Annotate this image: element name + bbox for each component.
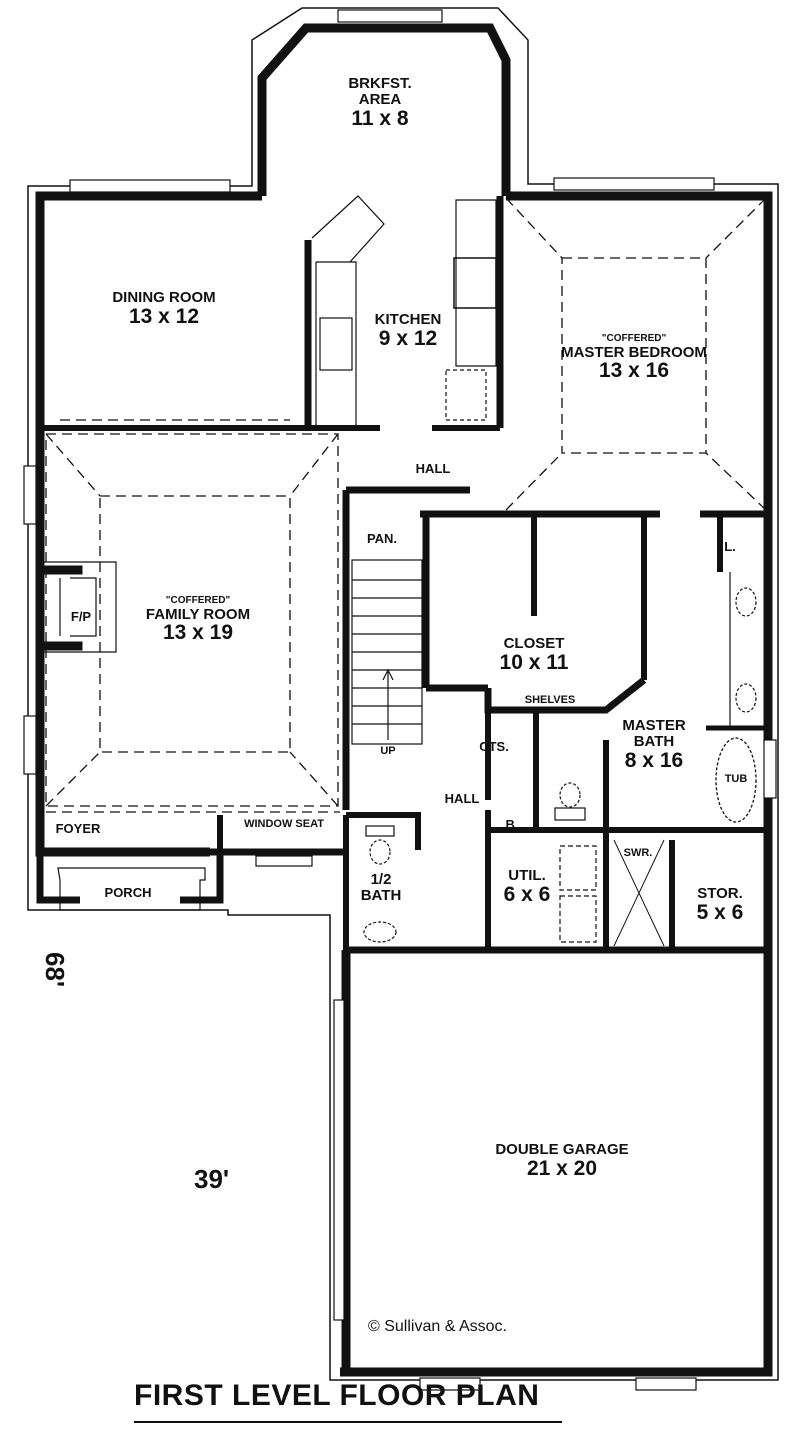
breakfast-dims: 11 x 8: [351, 106, 409, 130]
master-bedroom-dims: 13 x 16: [598, 359, 670, 383]
master-bath-name-line2: BATH: [633, 732, 675, 750]
breakfast-walls: [257, 23, 511, 196]
kitchen-label: KITCHEN 9 x 12: [375, 312, 442, 350]
plan-title: FIRST LEVEL FLOOR PLAN: [134, 1379, 540, 1412]
utility-label: UTIL. 6 x 6: [504, 868, 551, 906]
shower-label: SWR.: [623, 847, 653, 859]
garage-name: DOUBLE GARAGE: [495, 1141, 629, 1158]
half-bath-walls: [343, 812, 421, 950]
utility-dims: 6 x 6: [503, 882, 551, 906]
dining-walls: [35, 191, 262, 857]
closet-dims: 10 x 11: [499, 650, 569, 674]
cts-label: CTS.: [479, 739, 509, 754]
fireplace-label: F/P: [70, 609, 92, 624]
toilet-half-bath: [369, 839, 391, 865]
toilet-tank-half-bath: [365, 825, 395, 837]
copyright-notice: © Sullivan & Assoc.: [368, 1318, 507, 1335]
kitchen-name: KITCHEN: [374, 311, 442, 328]
half-bath-name-line2: BATH: [360, 886, 402, 904]
kitchen-angled-counter: [311, 195, 385, 263]
lower-hall-label: HALL: [444, 791, 480, 806]
kitchen-counter-left: [315, 261, 357, 428]
upper-hall-label: HALL: [415, 461, 451, 476]
sink: [319, 317, 353, 371]
refrigerator: [445, 369, 487, 421]
garage-label: DOUBLE GARAGE 21 x 20: [495, 1142, 628, 1180]
staircase: [351, 559, 423, 745]
family-room-name: FAMILY ROOM: [145, 605, 251, 623]
family-room-label: "COFFERED" FAMILY ROOM 13 x 19: [145, 595, 251, 645]
overall-depth-dimension: 68': [40, 952, 70, 988]
tub-label: TUB: [724, 773, 748, 785]
half-bath-sink: [363, 921, 397, 943]
storage-name: STOR.: [697, 885, 743, 902]
breakfast-name-line2: AREA: [358, 90, 402, 108]
overall-width-dimension: 39': [194, 1164, 230, 1194]
stairs-up-label: UP: [380, 745, 396, 757]
closet-name: CLOSET: [503, 635, 565, 652]
dining-room-label: DINING ROOM 13 x 12: [112, 290, 215, 328]
garage-dims: 21 x 20: [526, 1156, 598, 1180]
half-bath-name-line1: 1/2: [370, 871, 392, 888]
breakfast-area-label: BRKFST. AREA 11 x 8: [348, 76, 411, 130]
utility-name: UTIL.: [508, 867, 546, 884]
foyer-label: FOYER: [55, 821, 101, 836]
storage-dims: 5 x 6: [696, 900, 744, 924]
fireplace-hearth-top: [43, 565, 83, 575]
broom-closet-label: B.: [505, 817, 519, 832]
shelves-label: SHELVES: [524, 694, 576, 706]
half-bath-label: 1/2 BATH: [361, 872, 402, 904]
kitchen-dims: 9 x 12: [378, 326, 438, 350]
master-sink-1: [735, 587, 757, 617]
dryer: [559, 895, 597, 943]
kitchen-counter-right: [455, 199, 497, 367]
master-bath-dims: 8 x 16: [624, 748, 684, 772]
closet-label: CLOSET 10 x 11: [500, 636, 569, 674]
exterior-outline: [27, 7, 779, 1381]
master-bedroom-label: "COFFERED" MASTER BEDROOM 13 x 16: [561, 333, 707, 383]
cooktop: [453, 257, 497, 309]
windows: [23, 9, 777, 1391]
fireplace: [44, 561, 117, 653]
breakfast-name-line1: BRKFST.: [348, 75, 412, 92]
closet-bottom-wall: [426, 677, 647, 714]
dining-dims: 13 x 12: [128, 304, 200, 328]
storage-label: STOR. 5 x 6: [697, 886, 744, 924]
porch-outline: [57, 867, 206, 911]
title-underline: [134, 1421, 562, 1423]
window-seat-label: WINDOW SEAT: [244, 818, 324, 830]
master-bedroom-name: MASTER BEDROOM: [561, 343, 707, 361]
pantry-label: PAN.: [366, 531, 398, 546]
fireplace-hearth-bottom: [43, 641, 83, 651]
porch-walls: [36, 852, 224, 904]
master-bedroom-note: "COFFERED": [601, 333, 667, 344]
master-sink-2: [735, 683, 757, 713]
toilet-master: [559, 782, 581, 808]
washer: [559, 845, 597, 891]
linen-label: L.: [724, 539, 736, 554]
family-room-note: "COFFERED": [165, 595, 231, 606]
toilet-tank-master: [554, 807, 586, 821]
porch-label: PORCH: [104, 885, 152, 900]
dining-name: DINING ROOM: [112, 289, 216, 306]
family-coffer: [45, 433, 339, 807]
shower-x: [613, 839, 665, 947]
family-room-dims: 13 x 19: [162, 621, 234, 645]
master-bath-label: MASTER BATH 8 x 16: [622, 718, 685, 772]
bedroom-coffer: [505, 197, 767, 511]
tub-shape: [715, 737, 757, 823]
master-bath-name-line1: MASTER: [622, 717, 686, 734]
